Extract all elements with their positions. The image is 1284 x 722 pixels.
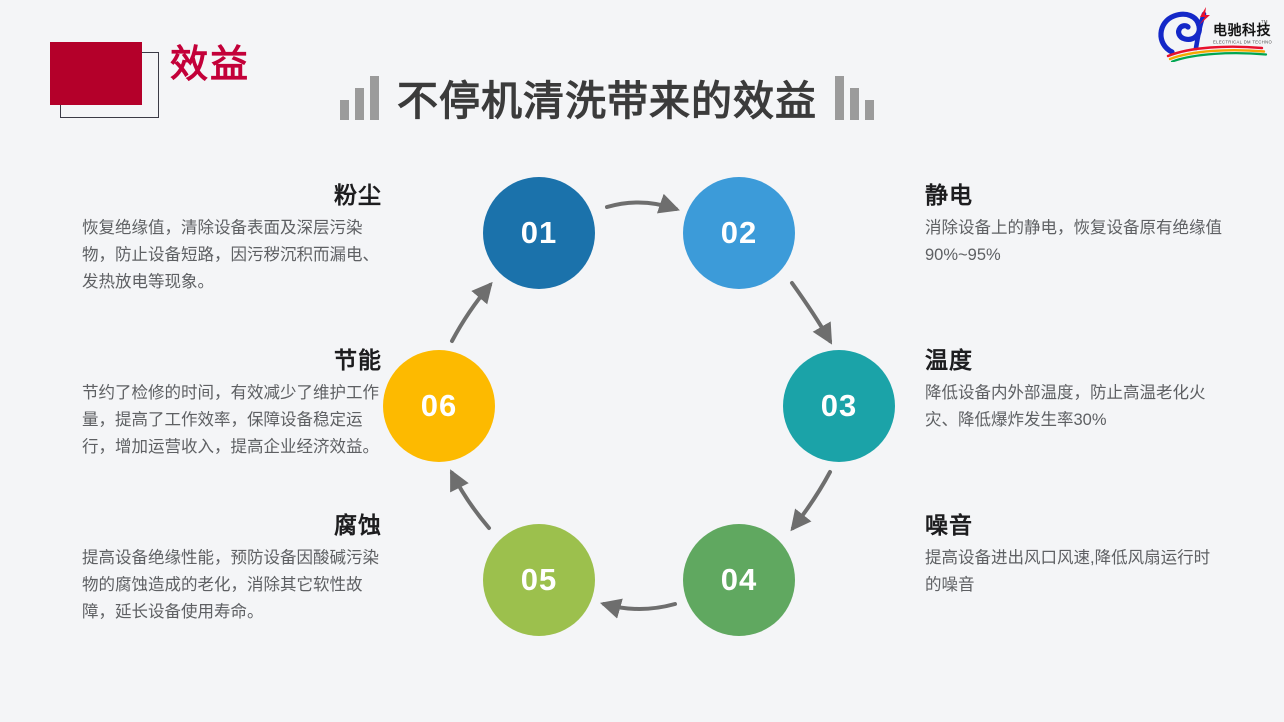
- benefit-body: 恢复绝缘值，清除设备表面及深层污染物，防止设备短路，因污秽沉积而漏电、发热放电等…: [82, 219, 379, 291]
- benefit-block-noise: 噪音 提高设备进出风口风速,降低风扇运行时的噪音: [925, 512, 1225, 599]
- benefit-body: 消除设备上的静电，恢复设备原有绝缘值90%~95%: [925, 219, 1222, 265]
- descending-bars-icon: [835, 74, 874, 124]
- cycle-node-06[interactable]: 06: [383, 350, 495, 462]
- benefit-title: 粉尘: [334, 182, 382, 208]
- benefit-title: 静电: [925, 182, 973, 208]
- cycle-node-label: 02: [720, 215, 758, 250]
- benefit-block-static: 静电 消除设备上的静电，恢复设备原有绝缘值90%~95%: [925, 182, 1225, 269]
- arrow-04-to-05: [599, 598, 677, 619]
- benefit-body: 提高设备绝缘性能，预防设备因酸碱污染物的腐蚀造成的老化，消除其它软性故障，延长设…: [82, 549, 379, 621]
- arrow-01-to-02: [605, 193, 680, 214]
- benefit-title: 腐蚀: [334, 512, 382, 538]
- benefit-block-energy: 节能 节约了检修的时间，有效减少了维护工作量，提高了工作效率，保障设备稳定运行，…: [82, 347, 382, 460]
- cycle-node-label: 04: [720, 562, 758, 597]
- cycle-node-01[interactable]: 01: [483, 177, 595, 289]
- page-title: 不停机清洗带来的效益: [397, 78, 817, 124]
- arrow-02-to-03: [790, 281, 833, 345]
- benefit-title: 节能: [334, 347, 382, 373]
- cycle-node-label: 06: [420, 388, 458, 423]
- company-logo: 电驰科技 ELECTRICAL DM TECHNOLOGY TM: [1158, 7, 1272, 62]
- logo-en-name: ELECTRICAL DM TECHNOLOGY: [1213, 40, 1272, 45]
- cycle-node-label: 01: [520, 215, 558, 250]
- benefit-block-dust: 粉尘 恢复绝缘值，清除设备表面及深层污染物，防止设备短路，因污秽沉积而漏电、发热…: [82, 182, 382, 295]
- arrow-03-to-04: [790, 470, 832, 532]
- cycle-node-label: 05: [520, 562, 558, 597]
- benefit-block-corrosion: 腐蚀 提高设备绝缘性能，预防设备因酸碱污染物的腐蚀造成的老化，消除其它软性故障，…: [82, 512, 382, 625]
- arrow-06-to-01: [450, 281, 493, 343]
- benefit-title: 噪音: [925, 512, 973, 538]
- badge-red-block: [50, 42, 142, 105]
- logo-cn-name: 电驰科技: [1213, 22, 1271, 38]
- benefit-body: 节约了检修的时间，有效减少了维护工作量，提高了工作效率，保障设备稳定运行，增加运…: [82, 384, 379, 456]
- cycle-node-02[interactable]: 02: [683, 177, 795, 289]
- ascending-bars-icon: [340, 74, 379, 124]
- section-label: 效益: [170, 44, 251, 86]
- benefit-body: 提高设备进出风口风速,降低风扇运行时的噪音: [925, 549, 1211, 595]
- cycle-node-05[interactable]: 05: [483, 524, 595, 636]
- benefit-block-temperature: 温度 降低设备内外部温度，防止高温老化火灾、降低爆炸发生率30%: [925, 347, 1225, 434]
- cycle-node-04[interactable]: 04: [683, 524, 795, 636]
- benefit-title: 温度: [925, 347, 973, 373]
- cycle-node-03[interactable]: 03: [783, 350, 895, 462]
- logo-trademark: TM: [1261, 19, 1268, 24]
- arrow-05-to-06: [450, 469, 491, 530]
- section-badge: [50, 42, 160, 118]
- title-row: 不停机清洗带来的效益: [340, 62, 874, 124]
- benefit-body: 降低设备内外部温度，防止高温老化火灾、降低爆炸发生率30%: [925, 384, 1206, 430]
- cycle-node-label: 03: [820, 388, 858, 423]
